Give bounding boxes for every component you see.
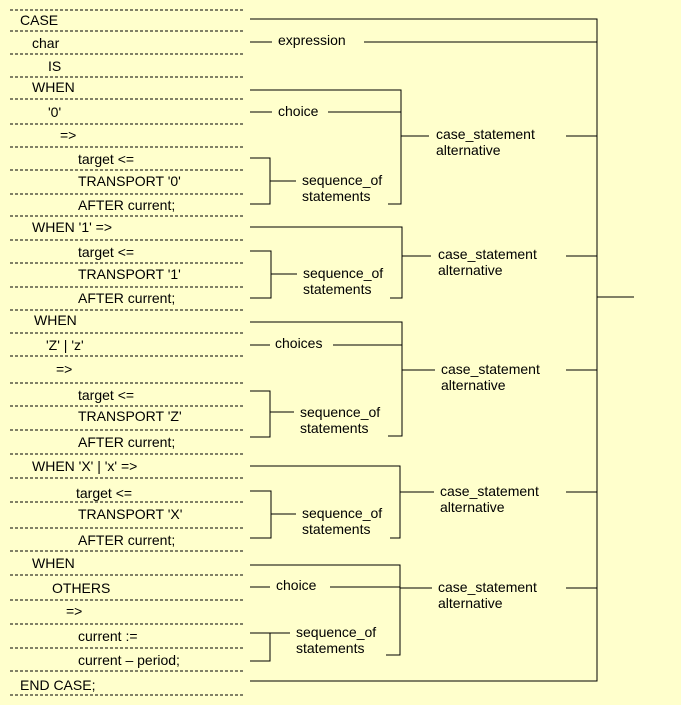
code-line: WHEN: [32, 555, 75, 571]
code-line: AFTER current;: [78, 197, 176, 213]
code-line: OTHERS: [52, 580, 111, 596]
code-line: CASE: [20, 12, 59, 28]
code-line: =>: [66, 603, 83, 619]
code-line: IS: [48, 58, 62, 74]
label-choice: choice: [273, 577, 320, 593]
code-line: TRANSPORT '1': [78, 266, 181, 282]
code-line: AFTER current;: [78, 434, 176, 450]
code-line: =>: [56, 361, 73, 377]
code-line: current :=: [78, 628, 138, 644]
code-line: target <=: [78, 387, 135, 403]
code-line: current – period;: [78, 652, 180, 668]
code-line: target <=: [78, 151, 135, 167]
code-line: WHEN 'X' | 'x' =>: [32, 458, 138, 474]
bracket-lines: [250, 18, 634, 682]
code-separators: [10, 9, 244, 696]
code-line: 'Z' | 'z': [46, 337, 84, 353]
label-expression: expression: [275, 32, 349, 48]
code-line: target <=: [78, 244, 135, 260]
code-line: WHEN: [34, 312, 77, 328]
code-line: TRANSPORT 'X': [78, 506, 183, 522]
code-line: WHEN: [32, 79, 75, 95]
code-line: target <=: [76, 485, 133, 501]
label-choice: choice: [275, 103, 322, 119]
code-line: TRANSPORT 'Z': [78, 408, 182, 424]
code-line: AFTER current;: [78, 532, 176, 548]
code-line: =>: [60, 127, 77, 143]
label-choices: choices: [272, 335, 326, 351]
code-line: TRANSPORT '0': [78, 173, 181, 189]
code-line: '0': [48, 104, 62, 120]
code-line: WHEN '1' =>: [32, 219, 113, 235]
code-line: END CASE;: [20, 677, 96, 693]
code-line: char: [32, 35, 60, 51]
code-line: AFTER current;: [78, 290, 176, 306]
